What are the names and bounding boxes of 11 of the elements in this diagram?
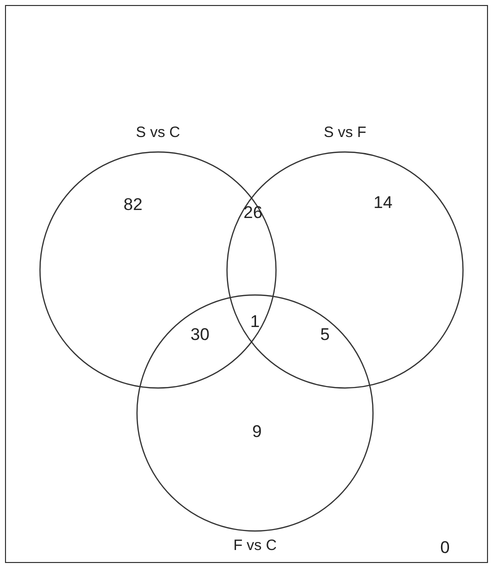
region-count: 14 — [374, 193, 392, 213]
region-count: 26 — [244, 203, 262, 223]
region-count: 9 — [252, 422, 262, 442]
set-label: S vs F — [324, 124, 366, 142]
set-label: F vs C — [233, 537, 277, 555]
region-count: 0 — [440, 538, 450, 558]
region-count: 82 — [124, 195, 142, 215]
region-count: 5 — [320, 325, 330, 345]
set-label: S vs C — [136, 124, 180, 142]
region-count: 30 — [190, 325, 210, 345]
region-count: 1 — [250, 312, 260, 332]
